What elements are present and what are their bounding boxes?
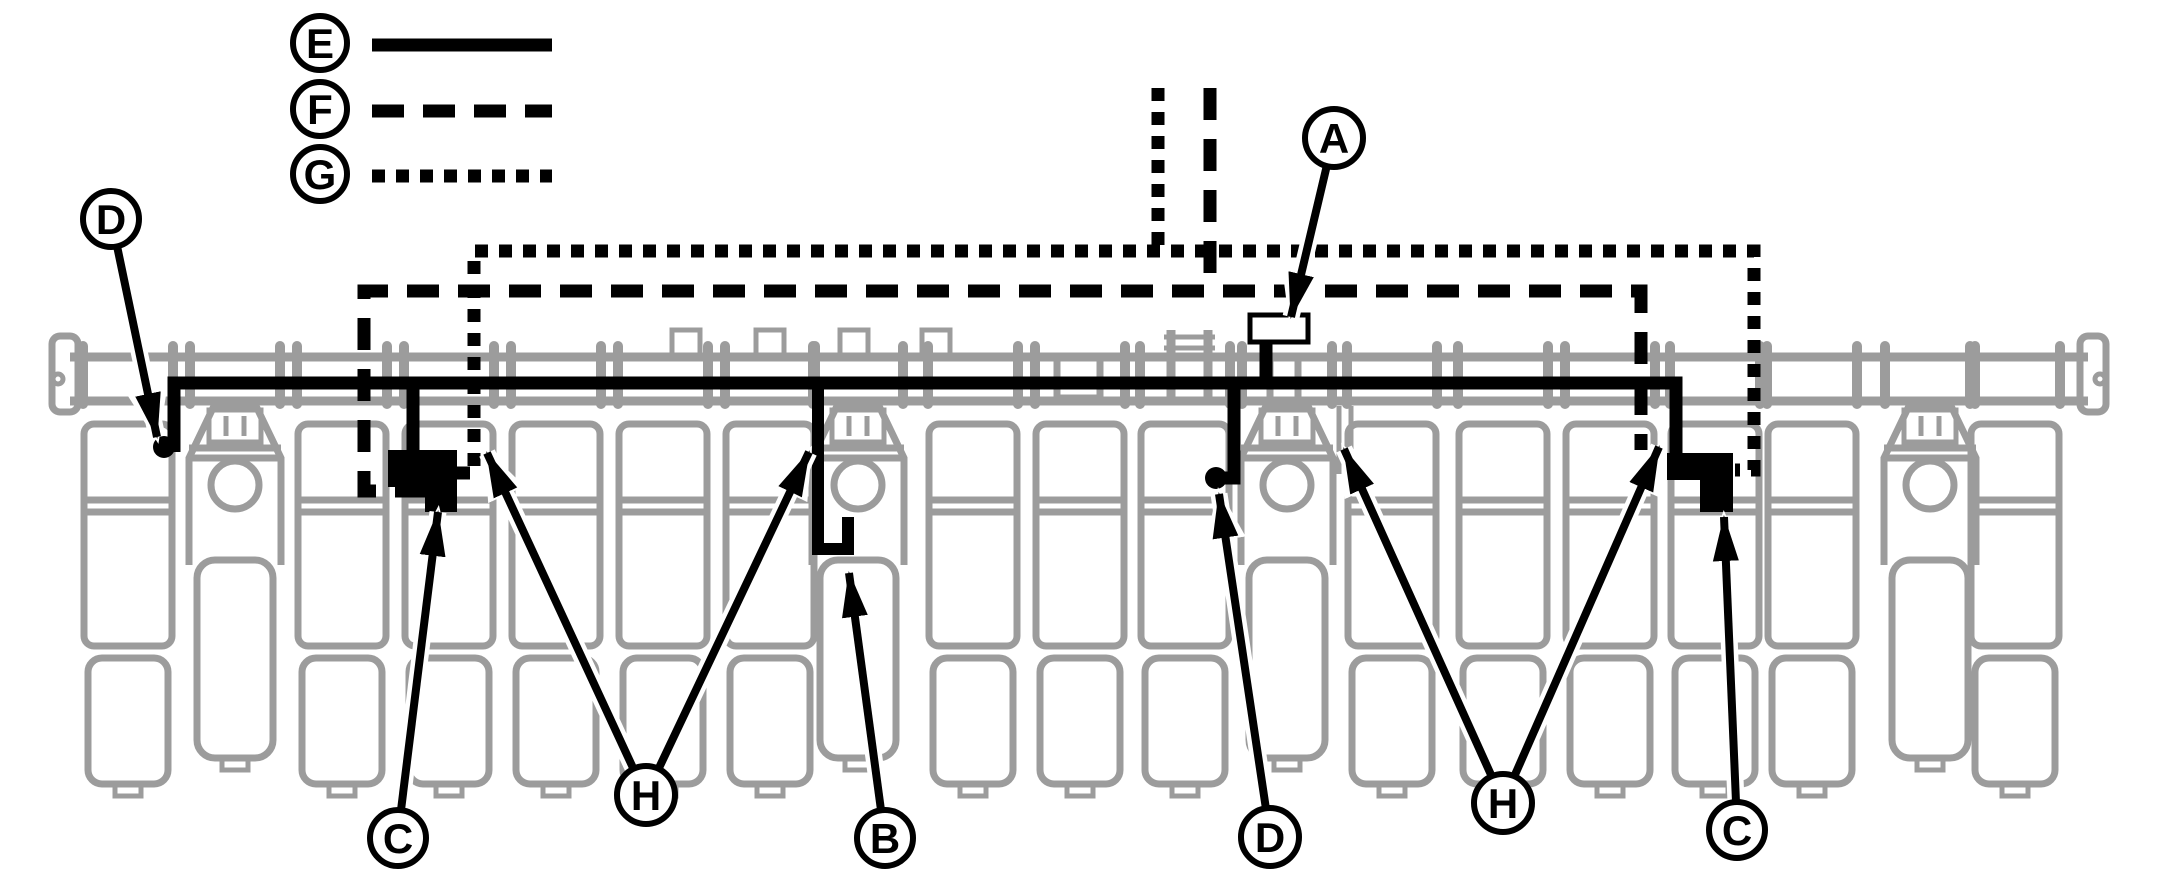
connector-dot-left bbox=[153, 436, 175, 458]
callout-arrow-h-left-1 bbox=[479, 446, 642, 774]
row-unit bbox=[613, 341, 713, 799]
legend-label-g: G bbox=[304, 151, 337, 198]
row-unit bbox=[1762, 341, 1862, 799]
harness-dotted-main bbox=[457, 244, 1761, 480]
legend-item-g: G bbox=[290, 144, 552, 204]
row-unit bbox=[292, 341, 392, 799]
callout-c-left: C bbox=[367, 807, 429, 869]
svg-text:D: D bbox=[1255, 814, 1285, 861]
callout-arrow-b bbox=[835, 566, 890, 812]
callout-h-left: H bbox=[614, 763, 678, 827]
harness-solid-main bbox=[167, 376, 1683, 453]
row-unit bbox=[1453, 341, 1553, 799]
callout-arrow-d-right bbox=[1206, 487, 1275, 811]
row-unit bbox=[1665, 341, 1765, 799]
harness-drop-b-connector bbox=[812, 389, 854, 555]
callout-a: A bbox=[1302, 106, 1366, 170]
callout-b: B bbox=[854, 807, 916, 869]
callout-arrow-c-right bbox=[1705, 510, 1746, 803]
callout-arrow-a bbox=[1282, 163, 1336, 324]
row-unit-hopper bbox=[185, 341, 285, 773]
hitch-bracket bbox=[669, 327, 703, 360]
row-unit bbox=[506, 341, 606, 799]
svg-text:H: H bbox=[1488, 780, 1518, 827]
callout-arrow-h-right-2 bbox=[1506, 440, 1667, 781]
callout-h-right: H bbox=[1471, 771, 1535, 835]
legend-item-f: F bbox=[290, 79, 552, 139]
svg-text:C: C bbox=[383, 815, 413, 862]
row-unit bbox=[923, 341, 1023, 799]
row-unit bbox=[1965, 341, 2065, 799]
callout-arrow-c-left bbox=[392, 505, 453, 812]
row-unit-hopper bbox=[1880, 341, 1980, 773]
row-unit bbox=[720, 341, 820, 799]
row-unit bbox=[1135, 341, 1235, 799]
row-unit-hopper bbox=[1237, 341, 1337, 773]
legend-label-f: F bbox=[307, 86, 333, 133]
hitch-bracket bbox=[919, 327, 953, 360]
connector-dot-right bbox=[1205, 467, 1227, 489]
legend-item-e: E bbox=[290, 13, 552, 73]
toolbar-end-plate-right bbox=[2076, 332, 2110, 416]
svg-text:A: A bbox=[1319, 115, 1349, 162]
callout-arrow-h-left-2 bbox=[650, 445, 817, 774]
row-unit bbox=[1030, 341, 1130, 799]
svg-text:B: B bbox=[870, 815, 900, 862]
callout-d-right: D bbox=[1238, 805, 1302, 869]
control-module-box bbox=[1247, 312, 1311, 345]
svg-text:D: D bbox=[96, 196, 126, 243]
legend-label-e: E bbox=[306, 20, 334, 67]
callout-d-left: D bbox=[80, 188, 142, 250]
callout-arrow-d-left bbox=[108, 244, 168, 444]
junction-component-right bbox=[1667, 453, 1733, 512]
svg-text:C: C bbox=[1722, 807, 1752, 854]
end-plate-pin-right bbox=[2092, 371, 2108, 387]
row-unit-hopper bbox=[808, 341, 908, 773]
hitch-bracket bbox=[837, 327, 871, 360]
callout-c-right: C bbox=[1706, 799, 1768, 861]
hitch-bracket bbox=[753, 327, 787, 360]
callout-arrow-h-right-1 bbox=[1336, 442, 1500, 781]
svg-text:H: H bbox=[631, 772, 661, 819]
end-plate-pin-left bbox=[50, 371, 66, 387]
legend: E F G bbox=[290, 13, 552, 204]
planter-outline bbox=[48, 327, 2110, 799]
harness-dashed-main bbox=[357, 284, 1648, 498]
